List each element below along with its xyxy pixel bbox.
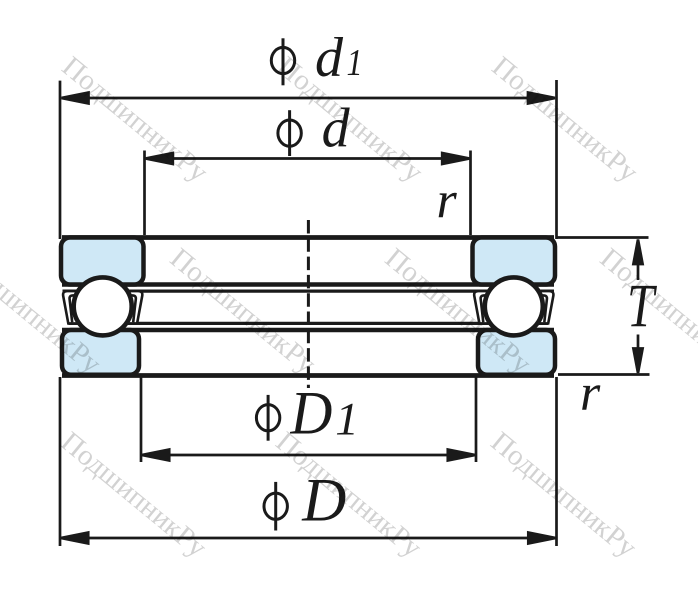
svg-text:ПодшипникРу: ПодшипникРу xyxy=(0,242,107,381)
svg-text:ПодшипникРу: ПодшипникРу xyxy=(56,50,214,189)
svg-text:ПодшипникРу: ПодшипникРу xyxy=(55,426,213,565)
svg-text:D: D xyxy=(290,379,333,447)
svg-text:ПодшипникРу: ПодшипникРу xyxy=(271,50,429,189)
svg-text:d: d xyxy=(315,27,344,89)
svg-text:ПодшипникРу: ПодшипникРу xyxy=(379,242,537,381)
svg-text:d: d xyxy=(322,98,351,160)
svg-text:T: T xyxy=(627,272,657,339)
svg-text:D: D xyxy=(301,468,346,535)
svg-text:ПодшипникРу: ПодшипникРу xyxy=(594,242,698,381)
svg-text:ПодшипникРу: ПодшипникРу xyxy=(485,426,643,565)
svg-text:1: 1 xyxy=(335,394,359,446)
svg-text:r: r xyxy=(437,173,458,230)
svg-text:ПодшипникРу: ПодшипникРу xyxy=(270,426,428,565)
svg-text:r: r xyxy=(580,365,601,422)
svg-text:1: 1 xyxy=(347,42,363,84)
svg-text:ПодшипникРу: ПодшипникРу xyxy=(164,242,322,381)
svg-text:ПодшипникРу: ПодшипникРу xyxy=(486,50,644,189)
